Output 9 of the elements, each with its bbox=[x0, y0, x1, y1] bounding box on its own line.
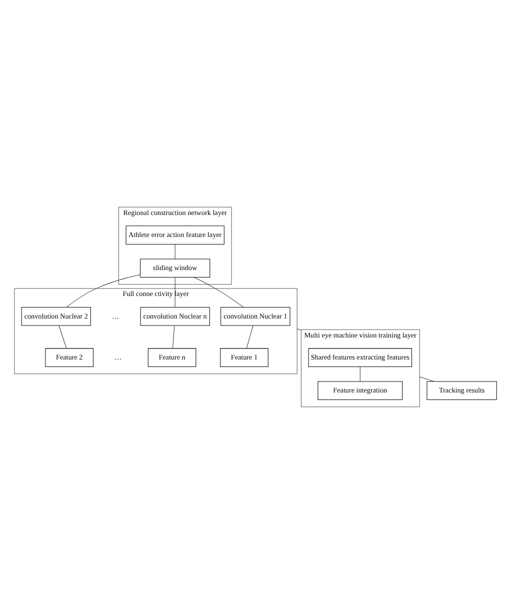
connector bbox=[296, 328, 302, 330]
connector bbox=[419, 376, 435, 382]
connector bbox=[194, 276, 244, 307]
connector bbox=[172, 324, 175, 348]
connector bbox=[246, 324, 254, 348]
connector bbox=[58, 324, 67, 348]
connector bbox=[66, 274, 140, 307]
connector bbox=[174, 276, 176, 307]
connector bbox=[174, 244, 176, 259]
